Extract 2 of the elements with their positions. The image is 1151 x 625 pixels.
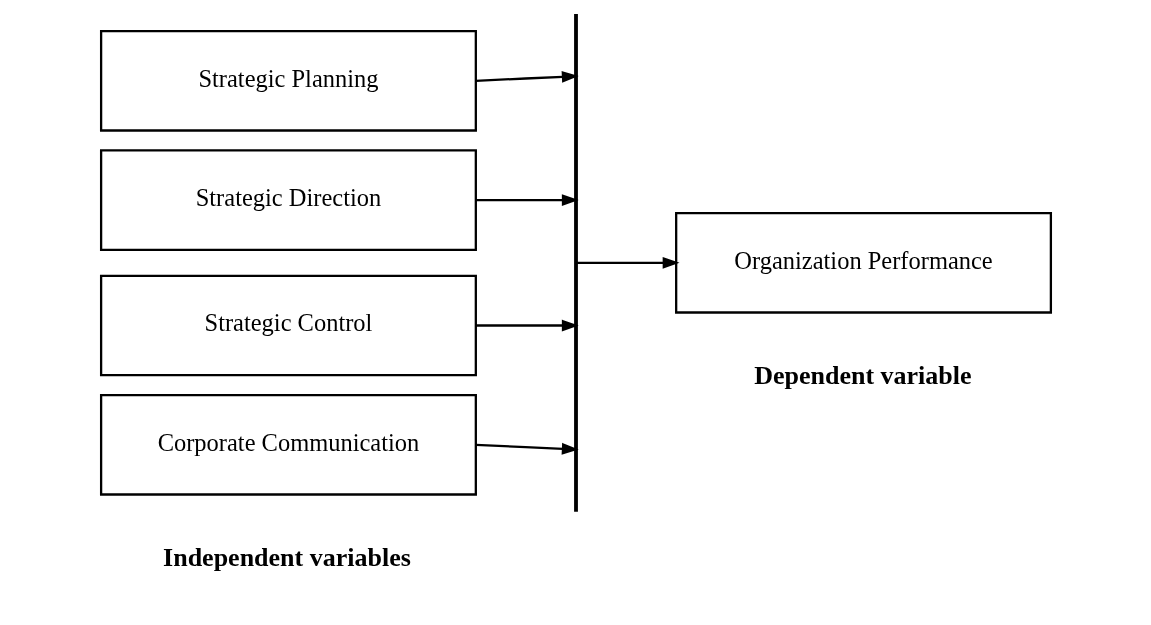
label: Independent variables bbox=[162, 542, 411, 572]
label: Dependent variable bbox=[753, 360, 972, 390]
